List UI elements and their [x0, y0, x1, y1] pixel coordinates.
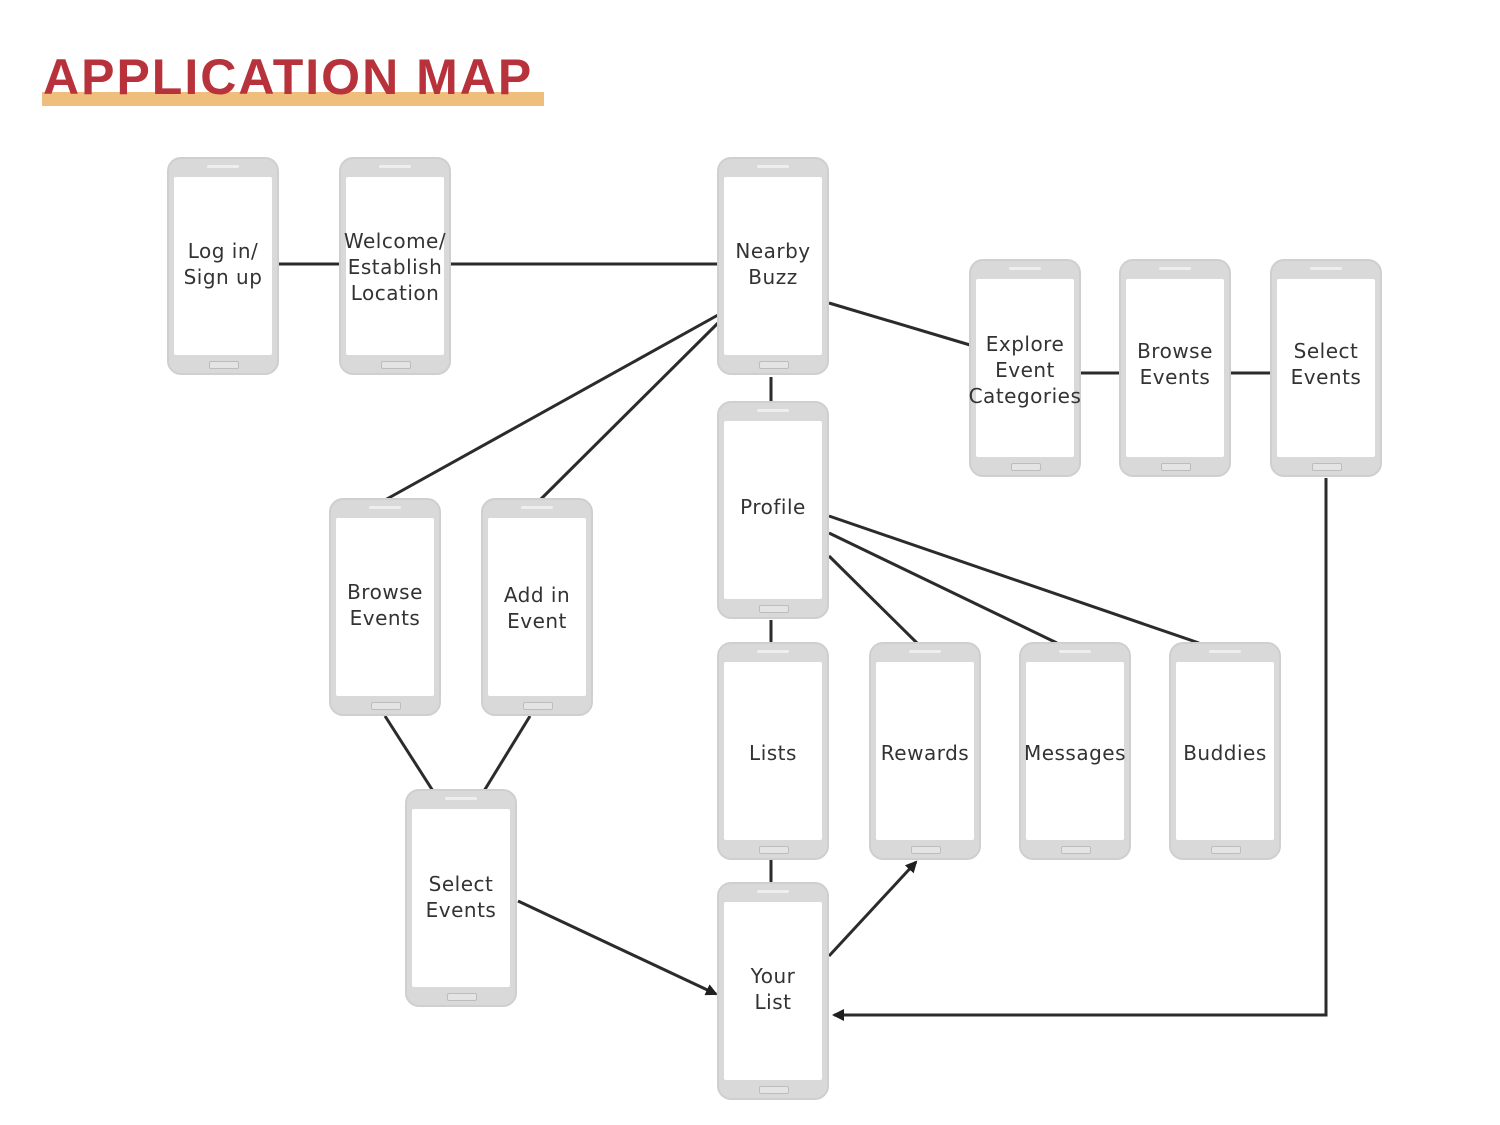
screen-label: Select Events [425, 872, 497, 922]
screen-label: Welcome/ Establish Location [343, 229, 447, 305]
phone-screen [724, 421, 822, 599]
screen-welcome: Welcome/ Establish Location [339, 157, 451, 375]
screen-label: Explore Event Categories [968, 332, 1082, 408]
phone-screen [346, 177, 444, 355]
phone-home-button [759, 361, 789, 369]
phone-home-button [759, 1086, 789, 1094]
connector-profile-rewards [827, 554, 919, 645]
phone-speaker [757, 165, 789, 168]
screen-label: Select Events [1290, 339, 1362, 389]
phone-home-button [1061, 846, 1091, 854]
connector-profile-messages [828, 531, 1058, 645]
screen-select-events-right: Select Events [1270, 259, 1382, 477]
screen-profile: Profile [717, 401, 829, 619]
arrow-your-list-rewards [827, 860, 918, 958]
phone-speaker [379, 165, 411, 168]
arrow-select-right-your-list [832, 478, 1328, 1021]
screen-browse-events-left: Browse Events [329, 498, 441, 716]
phone-screen [724, 177, 822, 355]
connector-nearby-buzz-add-event [538, 321, 720, 502]
screen-rewards: Rewards [869, 642, 981, 860]
phone-screen [412, 809, 510, 987]
arrow-select-left-your-list [517, 899, 718, 996]
screen-label: Profile [740, 495, 806, 519]
screen-explore-categories: Explore Event Categories [969, 259, 1081, 477]
screen-label: Messages [1023, 741, 1127, 765]
screen-login: Log in/ Sign up [167, 157, 279, 375]
phone-speaker [1059, 650, 1091, 653]
phone-screen [1026, 662, 1124, 840]
screen-select-events-left: Select Events [405, 789, 517, 1007]
phone-home-button [209, 361, 239, 369]
screen-lists: Lists [717, 642, 829, 860]
phone-screen [1176, 662, 1274, 840]
screen-label: Log in/ Sign up [183, 239, 263, 289]
phone-home-button [1312, 463, 1342, 471]
connector-nearby-buzz-explore [828, 301, 971, 347]
phone-home-button [1011, 463, 1041, 471]
phone-speaker [757, 890, 789, 893]
screen-your-list: Your List [717, 882, 829, 1100]
phone-screen [724, 902, 822, 1080]
phone-home-button [371, 702, 401, 710]
phone-speaker [1209, 650, 1241, 653]
screen-label: Browse Events [1137, 339, 1213, 389]
screen-label: Browse Events [347, 580, 423, 630]
phone-screen [488, 518, 586, 696]
phone-screen [976, 279, 1074, 457]
phone-home-button [1161, 463, 1191, 471]
screen-label: Buddies [1183, 741, 1267, 765]
screen-browse-events-right: Browse Events [1119, 259, 1231, 477]
phone-home-button [759, 605, 789, 613]
screen-label: Your List [750, 964, 796, 1014]
screen-nearby-buzz: Nearby Buzz [717, 157, 829, 375]
phone-screen [174, 177, 272, 355]
phone-speaker [207, 165, 239, 168]
title-underline [42, 92, 544, 106]
phone-screen [1277, 279, 1375, 457]
phone-screen [724, 662, 822, 840]
screen-messages: Messages [1019, 642, 1131, 860]
connector-nearby-buzz-browse-left [384, 313, 719, 502]
phone-speaker [369, 506, 401, 509]
phone-home-button [911, 846, 941, 854]
page-title: APPLICATION MAP [43, 49, 534, 105]
phone-speaker [1159, 267, 1191, 270]
screen-label: Add in Event [503, 583, 571, 633]
phone-screen [876, 662, 974, 840]
phone-home-button [447, 993, 477, 1001]
connector-add-event-select-left [482, 715, 532, 792]
phone-speaker [445, 797, 477, 800]
screen-add-event: Add in Event [481, 498, 593, 716]
phone-speaker [1310, 267, 1342, 270]
screen-label: Rewards [880, 741, 970, 765]
phone-home-button [381, 361, 411, 369]
phone-screen [1126, 279, 1224, 457]
connector-profile-buddies [828, 514, 1200, 645]
screen-label: Nearby Buzz [735, 239, 811, 289]
phone-speaker [521, 506, 553, 509]
screen-label: Lists [749, 741, 797, 765]
phone-screen [336, 518, 434, 696]
phone-home-button [1211, 846, 1241, 854]
phone-home-button [523, 702, 553, 710]
screen-buddies: Buddies [1169, 642, 1281, 860]
phone-speaker [909, 650, 941, 653]
connector-browse-left-select-left [383, 715, 435, 792]
phone-speaker [757, 650, 789, 653]
phone-speaker [1009, 267, 1041, 270]
phone-home-button [759, 846, 789, 854]
phone-speaker [757, 409, 789, 412]
